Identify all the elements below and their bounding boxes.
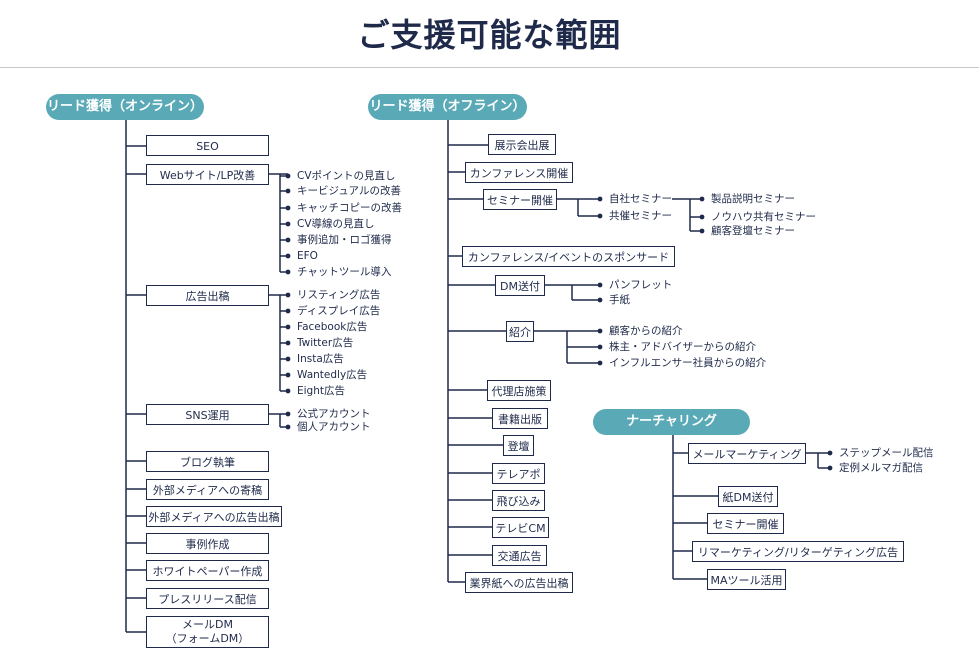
ads-item: Insta広告	[297, 353, 344, 365]
paper-dm-box: 紙DM送付	[718, 486, 778, 507]
whitepaper-box: ホワイトペーパー作成	[146, 560, 269, 581]
own-seminar-item: ノウハウ共有セミナー	[711, 211, 816, 223]
ads-item: リスティング広告	[297, 289, 381, 301]
tvcm-box: テレビCM	[492, 517, 549, 538]
sns-box: SNS運用	[146, 404, 269, 425]
maildm-line1: メールDM	[182, 618, 233, 631]
referral-item: 顧客からの紹介	[609, 325, 683, 337]
expo-box: 展示会出展	[488, 134, 556, 155]
trade-paper-box: 業界紙への広告出稿	[465, 572, 573, 593]
divider	[0, 67, 979, 68]
ma-tool-box: MAツール活用	[707, 569, 786, 590]
media-ads-box: 外部メディアへの広告出稿	[146, 506, 282, 527]
website-item: キービジュアルの改善	[297, 185, 401, 197]
website-box: Webサイト/LP改善	[146, 164, 269, 185]
seo-box: SEO	[146, 135, 269, 156]
website-item: キャッチコピーの改善	[297, 202, 402, 214]
website-item: EFO	[297, 250, 318, 262]
speaking-box: 登壇	[503, 435, 534, 456]
walkin-box: 飛び込み	[492, 490, 545, 511]
offline-lead-label: リード獲得（オフライン）	[368, 94, 527, 120]
dm-item: パンフレット	[609, 279, 673, 291]
transit-box: 交通広告	[492, 545, 547, 566]
ads-item: ディスプレイ広告	[297, 305, 381, 317]
retargeting-box: リマーケティング/リターゲティング広告	[692, 541, 904, 562]
dm-item: 手紙	[609, 294, 630, 306]
ads-item: Facebook広告	[297, 321, 368, 333]
sponsor-box: カンファレンス/イベントのスポンサード	[462, 246, 675, 267]
ads-item: Twitter広告	[297, 337, 354, 349]
website-item: CVポイントの見直し	[297, 170, 396, 182]
referral-item: インフルエンサー社員からの紹介	[609, 357, 767, 369]
nurture-seminar-box: セミナー開催	[707, 513, 784, 534]
media-post-box: 外部メディアへの寄稿	[146, 479, 269, 500]
email-item: 定例メルマガ配信	[839, 462, 923, 474]
sns-item: 個人アカウント	[297, 421, 371, 433]
ads-item: Eight広告	[297, 385, 345, 397]
email-item: ステップメール配信	[839, 447, 934, 459]
seminar-box: セミナー開催	[483, 189, 557, 210]
maildm-line2: （フォームDM）	[165, 632, 250, 645]
maildm-box: メールDM （フォームDM）	[146, 616, 269, 648]
ads-box: 広告出稿	[146, 285, 269, 306]
case-box: 事例作成	[146, 533, 269, 554]
website-item: CV導線の見直し	[297, 218, 375, 230]
agency-box: 代理店施策	[487, 380, 551, 401]
email-box: メールマーケティング	[688, 443, 806, 464]
own-seminar-item: 顧客登壇セミナー	[711, 225, 795, 237]
teleapo-box: テレアポ	[492, 463, 545, 484]
own-seminar-label: 自社セミナー	[609, 193, 672, 205]
book-box: 書籍出版	[492, 408, 548, 429]
blog-box: ブログ執筆	[146, 451, 269, 472]
referral-item: 株主・アドバイザーからの紹介	[609, 341, 756, 353]
page-title: ご支援可能な範囲	[357, 16, 622, 54]
website-item: 事例追加・ロゴ獲得	[297, 234, 392, 246]
co-seminar-label: 共催セミナー	[609, 210, 672, 222]
sns-item: 公式アカウント	[297, 408, 371, 420]
conference-box: カンファレンス開催	[465, 162, 573, 183]
press-box: プレスリリース配信	[146, 588, 269, 609]
ads-item: Wantedly広告	[297, 369, 368, 381]
referral-box: 紹介	[506, 321, 534, 342]
dm-box: DM送付	[495, 275, 545, 296]
nurturing-label: ナーチャリング	[593, 409, 750, 435]
own-seminar-item: 製品説明セミナー	[711, 193, 795, 205]
online-lead-label: リード獲得（オンライン）	[46, 94, 204, 120]
website-item: チャットツール導入	[297, 266, 392, 278]
